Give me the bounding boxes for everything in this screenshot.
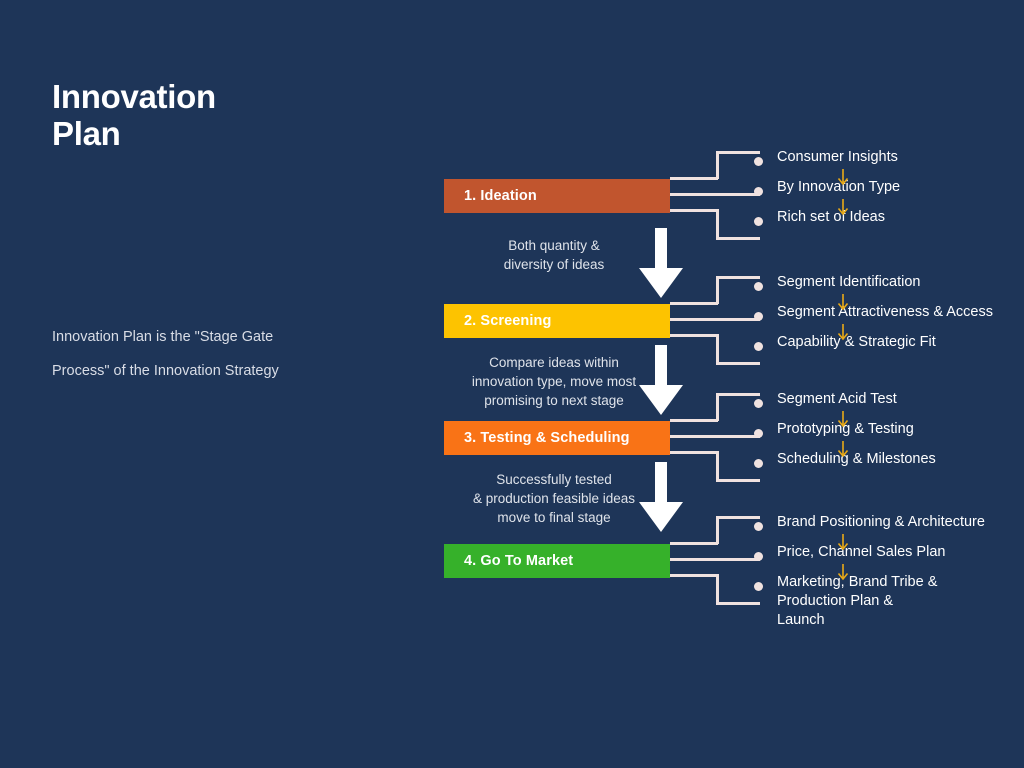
output-label: Rich set of Ideas (777, 209, 885, 225)
connector-bracket-2 (670, 274, 760, 368)
stage-row-4: 4. Go To Market Brand Positioning & Arch… (444, 514, 1024, 628)
output-label: Brand Positioning & Architecture (777, 514, 985, 530)
bullet-dot-icon (754, 187, 763, 196)
page-title: Innovation Plan (52, 78, 382, 152)
stage-label: 4. Go To Market (464, 553, 574, 569)
output-label: Consumer Insights (777, 149, 898, 165)
list-item: Prototyping & Testing (754, 420, 1024, 450)
transition-caption: Successfully tested & production feasibl… (472, 472, 636, 525)
gold-down-arrow-icon (837, 294, 849, 311)
subtitle-text: Innovation Plan is the "Stage Gate Proce… (52, 320, 382, 388)
stage-box-go-to-market[interactable]: 4. Go To Market (444, 544, 670, 578)
stage-row-3: 3. Testing & Scheduling Segment Acid Tes… (444, 391, 1024, 482)
output-label: Scheduling & Milestones (777, 451, 936, 467)
outputs-list-3: Segment Acid Test Prototyping & Testing … (754, 390, 1024, 480)
list-item: Segment Attractiveness & Access (754, 303, 1024, 333)
list-item: Consumer Insights (754, 148, 1024, 178)
output-label: Segment Identification (777, 274, 921, 290)
list-item: Rich set of Ideas (754, 208, 1024, 238)
subtitle-line-1: Innovation Plan is the "Stage Gate (52, 329, 274, 345)
stage-label: 1. Ideation (464, 188, 537, 204)
bullet-dot-icon (754, 399, 763, 408)
stage-label: 2. Screening (464, 313, 552, 329)
output-label: Price, Channel Sales Plan (777, 544, 946, 560)
stage-row-1: 1. Ideation Consumer Insights By Innovat… (444, 149, 1024, 240)
title-line-1: Innovation (52, 78, 216, 115)
gold-down-arrow-icon (837, 199, 849, 216)
connector-bracket-1 (670, 149, 760, 243)
bullet-dot-icon (754, 282, 763, 291)
flow-down-arrow-icon (639, 462, 683, 532)
outputs-list-2: Segment Identification Segment Attractiv… (754, 273, 1024, 363)
outputs-list-1: Consumer Insights By Innovation Type Ric… (754, 148, 1024, 238)
gold-down-arrow-icon (837, 411, 849, 428)
outputs-list-4: Brand Positioning & Architecture Price, … (754, 513, 1024, 630)
list-item: Brand Positioning & Architecture (754, 513, 1024, 543)
transition-caption: Both quantity & diversity of ideas (503, 238, 605, 272)
stage-box-screening[interactable]: 2. Screening (444, 304, 670, 338)
bullet-dot-icon (754, 429, 763, 438)
connector-bracket-4 (670, 514, 760, 608)
bullet-dot-icon (754, 312, 763, 321)
title-line-2: Plan (52, 115, 121, 152)
bullet-dot-icon (754, 157, 763, 166)
subtitle-line-2: Process" of the Innovation Strategy (52, 363, 279, 379)
bullet-dot-icon (754, 217, 763, 226)
list-item: Segment Acid Test (754, 390, 1024, 420)
output-label: Capability & Strategic Fit (777, 334, 936, 350)
list-item: Segment Identification (754, 273, 1024, 303)
output-label: Marketing, Brand Tribe & Production Plan… (777, 574, 938, 628)
bullet-dot-icon (754, 552, 763, 561)
gold-down-arrow-icon (837, 324, 849, 341)
flow-down-arrow-icon (639, 228, 683, 298)
list-item: Marketing, Brand Tribe & Production Plan… (754, 573, 1024, 630)
output-label: By Innovation Type (777, 179, 901, 195)
list-item: Price, Channel Sales Plan (754, 543, 1024, 573)
output-label: Segment Acid Test (777, 391, 897, 407)
stage-box-testing-scheduling[interactable]: 3. Testing & Scheduling (444, 421, 670, 455)
list-item: Capability & Strategic Fit (754, 333, 1024, 363)
connector-bracket-3 (670, 391, 760, 485)
bullet-dot-icon (754, 342, 763, 351)
bullet-dot-icon (754, 522, 763, 531)
gold-down-arrow-icon (837, 169, 849, 186)
list-item: Scheduling & Milestones (754, 450, 1024, 480)
stage-label: 3. Testing & Scheduling (464, 430, 630, 446)
gold-down-arrow-icon (837, 441, 849, 458)
output-label: Segment Attractiveness & Access (777, 304, 993, 320)
bullet-dot-icon (754, 459, 763, 468)
flow-down-arrow-icon (639, 345, 683, 415)
transition-caption: Compare ideas within innovation type, mo… (471, 355, 637, 408)
list-item: By Innovation Type (754, 178, 1024, 208)
output-label: Prototyping & Testing (777, 421, 914, 437)
bullet-dot-icon (754, 582, 763, 591)
stage-row-2: 2. Screening Segment Identification Segm… (444, 274, 1024, 365)
stage-box-ideation[interactable]: 1. Ideation (444, 179, 670, 213)
gold-down-arrow-icon (837, 564, 849, 581)
gold-down-arrow-icon (837, 534, 849, 551)
